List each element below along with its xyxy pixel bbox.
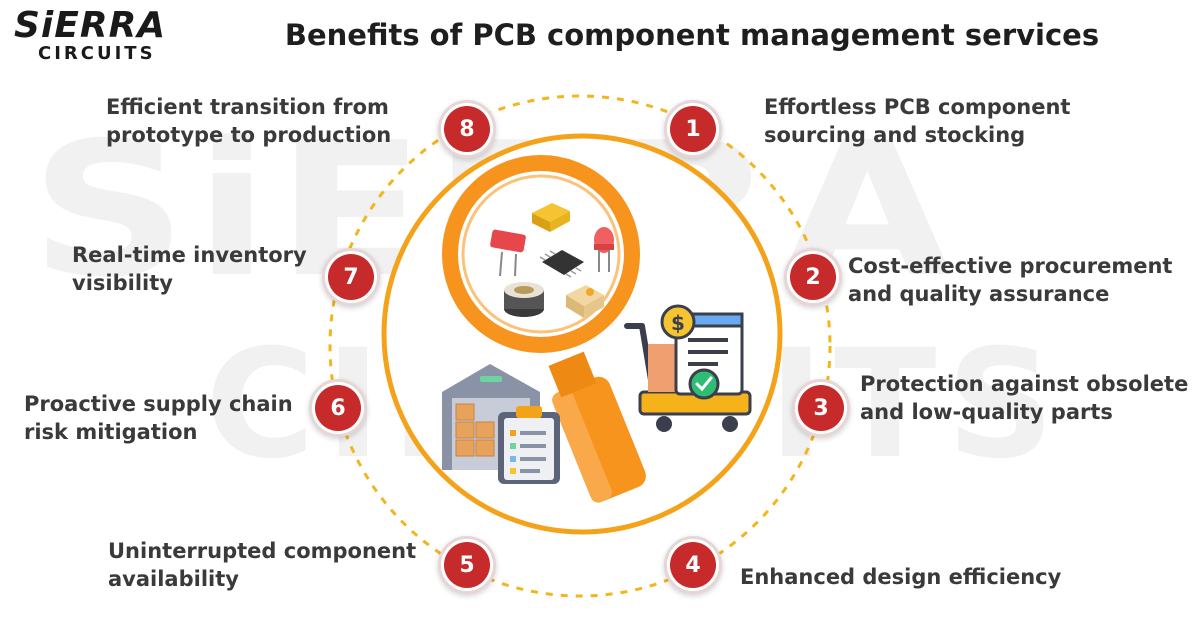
benefit-2-label: Cost-effective procurement and quality a… xyxy=(848,252,1172,308)
benefit-line: availability xyxy=(108,567,239,591)
badge-7: 7 xyxy=(322,248,380,306)
badge-6: 6 xyxy=(309,379,367,437)
badge-1: 1 xyxy=(664,100,722,158)
badge-2: 2 xyxy=(784,248,842,306)
page-title: Benefits of PCB component management ser… xyxy=(284,18,1100,52)
benefit-line: and quality assurance xyxy=(848,282,1110,306)
benefit-line: Effortless PCB component xyxy=(764,95,1071,119)
logo-line2: CIRCUITS xyxy=(38,43,156,64)
badge-number: 6 xyxy=(315,385,361,431)
electronic-components-icon xyxy=(490,203,614,318)
sierra-circuits-logo: SiERRA CIRCUITS xyxy=(14,8,166,64)
badge-number: 3 xyxy=(798,385,844,431)
badge-number: 2 xyxy=(790,254,836,300)
benefit-line: risk mitigation xyxy=(24,420,198,444)
badge-5: 5 xyxy=(438,536,496,594)
benefit-line: Enhanced design efficiency xyxy=(740,565,1062,589)
badge-4: 4 xyxy=(664,536,722,594)
badge-number: 4 xyxy=(670,542,716,588)
badge-3: 3 xyxy=(792,379,850,437)
benefit-1-label: Effortless PCB component sourcing and st… xyxy=(764,93,1070,149)
benefit-line: Uninterrupted component xyxy=(108,539,417,563)
benefit-5-label: Uninterrupted component availability xyxy=(108,537,416,593)
badge-number: 1 xyxy=(670,106,716,152)
benefit-6-label: Proactive supply chain risk mitigation xyxy=(24,390,293,446)
magnifying-glass-icon xyxy=(442,155,646,503)
benefit-line: visibility xyxy=(72,271,173,295)
benefit-7-label: Real-time inventory visibility xyxy=(72,241,307,297)
benefit-line: Protection against obsolete xyxy=(860,372,1189,396)
dashed-orbit-ring xyxy=(328,94,832,598)
benefit-line: prototype to production xyxy=(106,123,392,147)
benefit-line: Real-time inventory xyxy=(72,243,307,267)
badge-8: 8 xyxy=(438,100,496,158)
benefit-line: Efficient transition from xyxy=(106,95,389,119)
logo-line1: SiERRA xyxy=(14,5,167,46)
benefit-line: and low-quality parts xyxy=(860,400,1113,424)
benefit-line: Cost-effective procurement xyxy=(848,254,1173,278)
benefit-8-label: Efficient transition from prototype to p… xyxy=(106,93,391,149)
check-badge-icon xyxy=(688,368,720,400)
dollar-coin-icon: $ xyxy=(660,304,696,340)
svg-text:$: $ xyxy=(671,311,685,335)
benefit-4-label: Enhanced design efficiency xyxy=(740,563,1061,591)
benefit-3-label: Protection against obsolete and low-qual… xyxy=(860,370,1188,426)
badge-number: 7 xyxy=(328,254,374,300)
clipboard-icon xyxy=(498,406,560,484)
benefit-line: Proactive supply chain xyxy=(24,392,293,416)
benefit-line: sourcing and stocking xyxy=(764,123,1026,147)
badge-number: 5 xyxy=(444,542,490,588)
badge-number: 8 xyxy=(444,106,490,152)
